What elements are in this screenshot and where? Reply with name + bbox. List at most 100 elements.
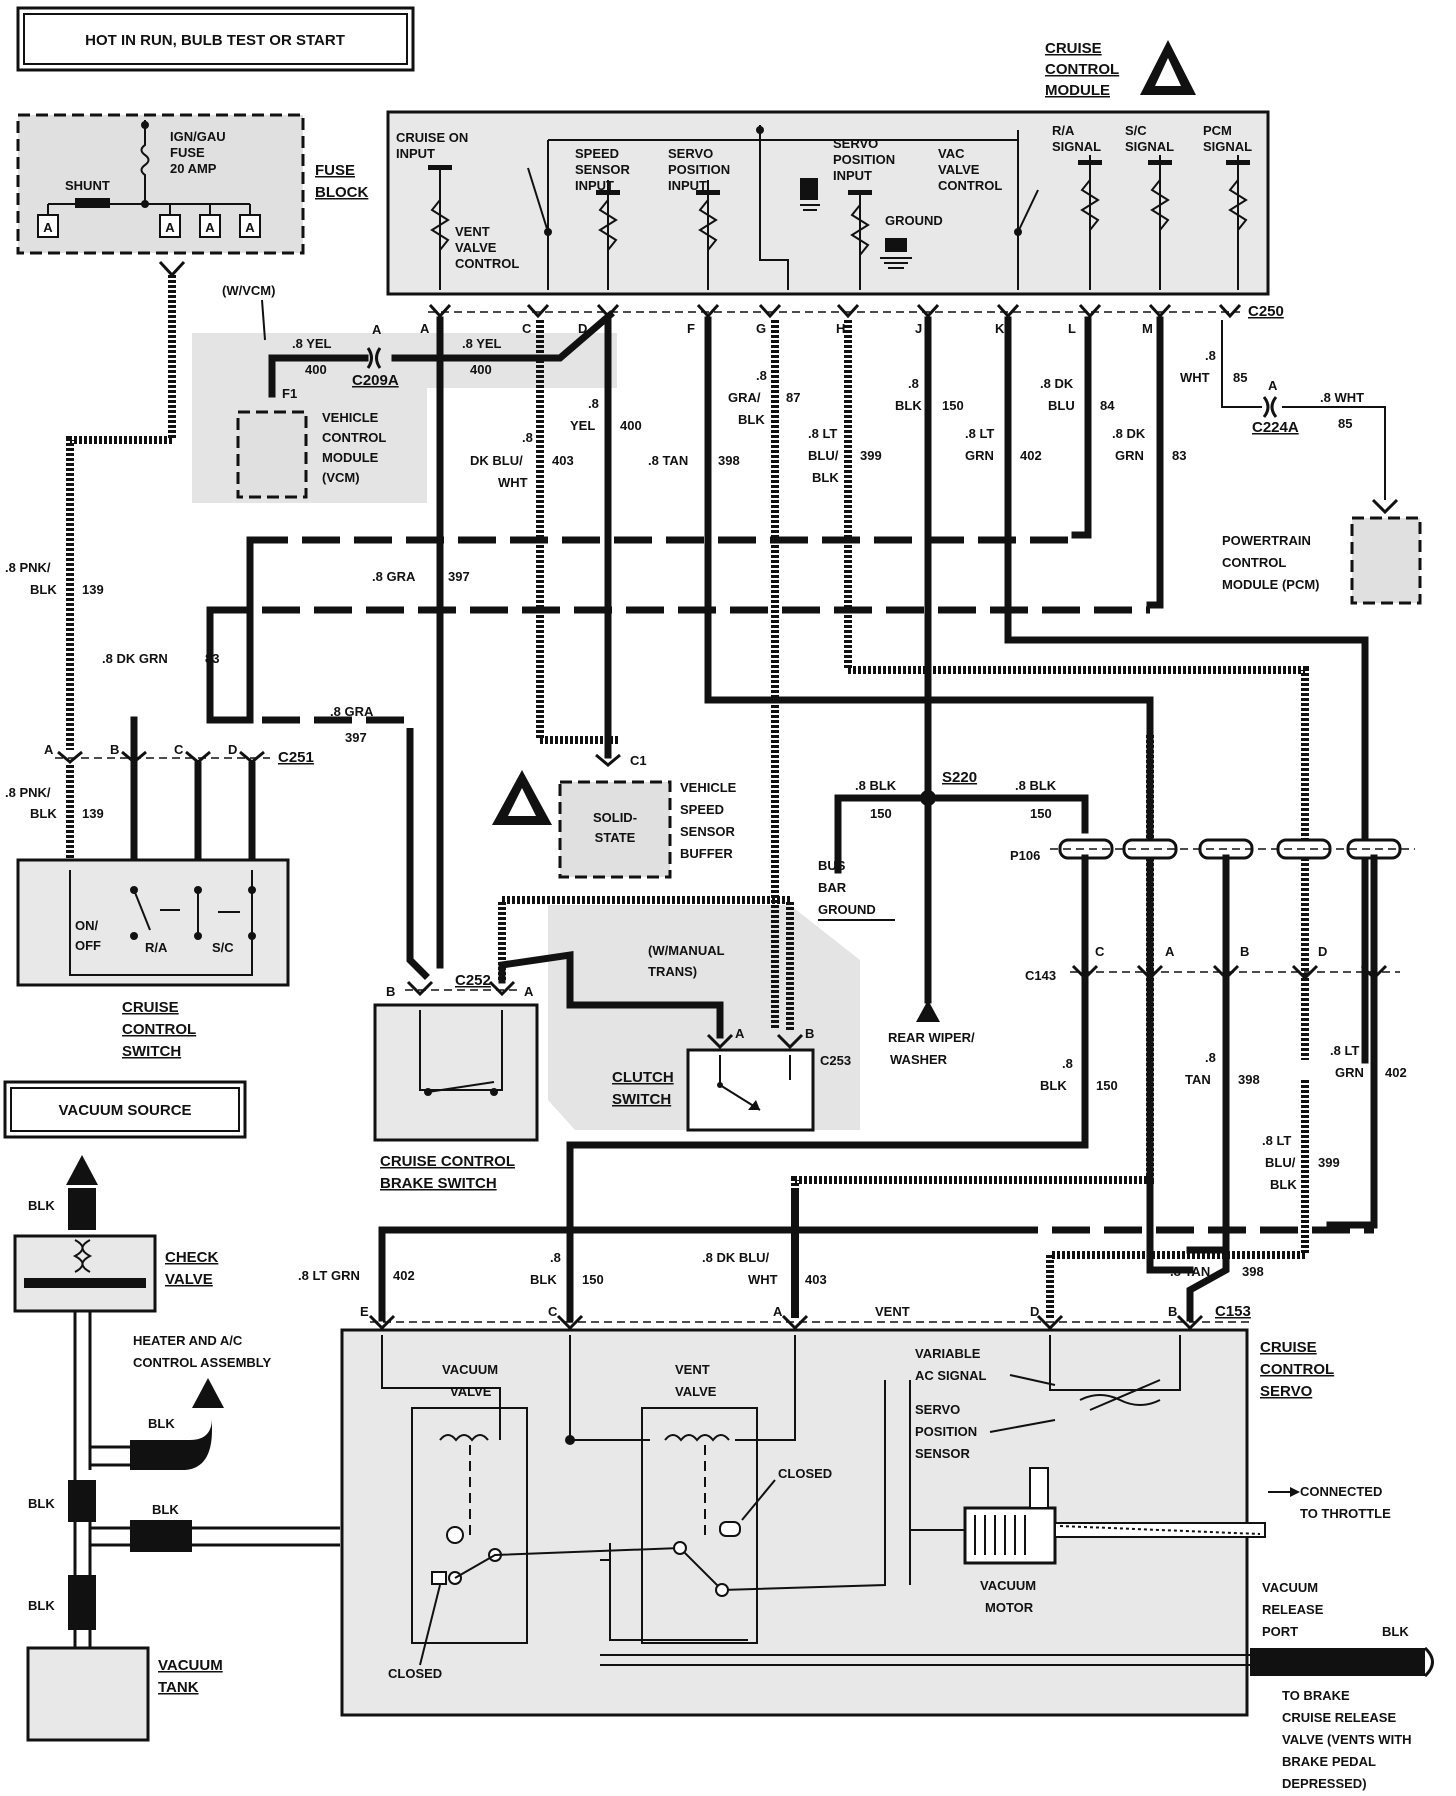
module-ground-label: GROUND — [885, 213, 943, 228]
wire-dkgrn83-num: 83 — [1172, 448, 1186, 463]
c250-pin-f: F — [687, 321, 695, 336]
vacuum-valve-2: VALVE — [450, 1384, 492, 1399]
c143-pin-d: D — [1318, 944, 1327, 959]
wire-yel-b: .8 YEL — [462, 336, 502, 351]
throttle-2: TO THROTTLE — [1300, 1506, 1391, 1521]
release-2: RELEASE — [1262, 1602, 1324, 1617]
wire-pnk-top-1: .8 PNK/ — [5, 560, 51, 575]
wire-tan398: .8 TAN — [648, 453, 688, 468]
c252-pin-b: B — [386, 984, 395, 999]
switch-title-3: SWITCH — [122, 1043, 181, 1060]
servo-pos-3: SENSOR — [915, 1446, 971, 1461]
c250-pin-a: A — [420, 321, 430, 336]
servo-grn-num: 402 — [393, 1268, 415, 1283]
c250-pin-h: H — [836, 321, 845, 336]
release-1: VACUUM — [1262, 1580, 1318, 1595]
servo-tan: .8 TAN — [1170, 1264, 1210, 1279]
bus-bar-1: BUS — [818, 858, 846, 873]
fuse-terminal-a1: A — [43, 220, 53, 235]
vcm-label-1: VEHICLE — [322, 410, 379, 425]
vcm-conn-pin-a: A — [372, 322, 382, 337]
c250-pin-d: D — [578, 321, 587, 336]
wire-ltblu-3: BLK — [812, 470, 839, 485]
servo-position-input2-3: INPUT — [833, 168, 872, 183]
wire-wht-85 — [1221, 320, 1262, 408]
clutch-pin-b: B — [805, 1026, 814, 1041]
variable-2: AC SIGNAL — [915, 1368, 987, 1383]
wire-tan-398 — [704, 316, 1194, 1274]
fuse-block-title-1: FUSE — [315, 162, 355, 179]
wire-dkgrn83-1: .8 DK — [1112, 426, 1146, 441]
wire-blk150-2: BLK — [895, 398, 922, 413]
c143-blu-num: 399 — [1318, 1155, 1340, 1170]
vac-blk-5: BLK — [28, 1598, 55, 1613]
fuse-block-title-2: BLOCK — [315, 184, 368, 201]
cruise-module-title-3: MODULE — [1045, 82, 1110, 99]
switch-on-off-2: OFF — [75, 938, 101, 953]
heater-1: HEATER AND A/C — [133, 1333, 243, 1348]
wire-dkblu-84 — [1071, 316, 1092, 539]
buffer-label-3: SENSOR — [680, 824, 736, 839]
clutch-tag-2: TRANS) — [648, 964, 697, 979]
ra-signal-1: R/A — [1052, 123, 1075, 138]
fuse-terminal-a4: A — [245, 220, 255, 235]
buffer-inner-2: STATE — [595, 830, 636, 845]
brake-release-3: VALVE (VENTS WITH — [1282, 1732, 1412, 1747]
closed-2: CLOSED — [388, 1666, 442, 1681]
p106-connectors — [1050, 838, 1415, 860]
wire-ltblu-1: .8 LT — [808, 426, 837, 441]
c143-tan-1: .8 — [1205, 1050, 1216, 1065]
power-source-label: HOT IN RUN, BULB TEST OR START — [85, 32, 345, 49]
wire-gra87-2: GRA/ — [728, 390, 761, 405]
wire-gra-397a: .8 GRA — [372, 569, 416, 584]
wire-gra-397a-num: 397 — [448, 569, 470, 584]
speed-sensor-input-2: SENSOR — [575, 162, 631, 177]
c153-pin-e: E — [360, 1304, 369, 1319]
esd-warning-icon-buffer — [492, 770, 552, 825]
heater-2: CONTROL ASSEMBLY — [133, 1355, 272, 1370]
vent-valve-control-1: VENT — [455, 224, 490, 239]
c153-pin-d: D — [1030, 1304, 1039, 1319]
servo-position-input-3: INPUT — [668, 178, 707, 193]
c143-pin-c: C — [1095, 944, 1105, 959]
servo-title-1: CRUISE — [1260, 1339, 1317, 1356]
cruise-control-brake-switch — [373, 1003, 539, 1142]
brake-release-5: DEPRESSED) — [1282, 1776, 1367, 1791]
cruise-module-title-2: CONTROL — [1045, 61, 1119, 78]
s220-blk-r-num: 150 — [1030, 806, 1052, 821]
c153-connector: E C A D B VENT C153 — [360, 1303, 1251, 1331]
wire-dkgrn83-2: GRN — [1115, 448, 1144, 463]
clutch-label-1: CLUTCH — [612, 1069, 674, 1086]
vac-blk-4: BLK — [152, 1502, 179, 1517]
pcm-label-1: POWERTRAIN — [1222, 533, 1311, 548]
wire-ltgrn-2: GRN — [965, 448, 994, 463]
c153-pin-b: B — [1168, 1304, 1177, 1319]
c250-pin-g: G — [756, 321, 766, 336]
vacuum-tank-2: TANK — [158, 1679, 199, 1696]
c153-pin-a: A — [773, 1304, 783, 1319]
c143-connector: C143 C A B D — [1025, 944, 1400, 983]
servo-blk-1: .8 — [550, 1250, 561, 1265]
c251-pin-b: B — [110, 742, 119, 757]
wire-dkblu84-1: .8 DK — [1040, 376, 1074, 391]
rear-wiper-arrow — [916, 1000, 940, 1022]
esd-warning-icon — [1140, 40, 1196, 95]
wire-dkgrn-83-num: 83 — [205, 651, 219, 666]
brake-release-1: TO BRAKE — [1282, 1688, 1350, 1703]
c251-pin-c: C — [174, 742, 184, 757]
c143-grn-2: GRN — [1335, 1065, 1364, 1080]
release-3: PORT — [1262, 1624, 1298, 1639]
variable-1: VARIABLE — [915, 1346, 981, 1361]
wire-pnk-bot-2: BLK — [30, 806, 57, 821]
brake-release-2: CRUISE RELEASE — [1282, 1710, 1396, 1725]
shunt-label: SHUNT — [65, 178, 110, 193]
cruise-on-input-1: CRUISE ON — [396, 130, 468, 145]
servo-title-3: SERVO — [1260, 1383, 1313, 1400]
clutch-tag-1: (W/MANUAL — [648, 943, 725, 958]
s220-label: S220 — [942, 769, 977, 786]
switch-on-off-1: ON/ — [75, 918, 99, 933]
s220-blk-l: .8 BLK — [855, 778, 897, 793]
wire-pnk-top-2: BLK — [30, 582, 57, 597]
wire-dkgrn-83: .8 DK GRN — [102, 651, 168, 666]
